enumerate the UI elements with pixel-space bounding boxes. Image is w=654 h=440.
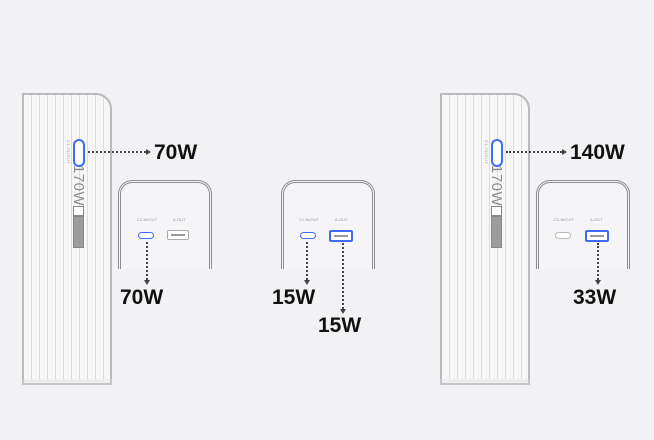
port-face-2	[281, 180, 375, 269]
arrow-line	[146, 242, 148, 280]
c-port-label: C1-IN/OUT	[554, 217, 574, 222]
output-label: 70W	[154, 141, 198, 164]
charger-right	[440, 93, 530, 385]
charger-port-label: C1-IN/OUT	[66, 140, 71, 165]
c-port-label: C1-IN/OUT	[137, 217, 157, 222]
charger-badge	[491, 206, 502, 216]
output-label: 15W	[318, 314, 362, 337]
charger-port-label: C1-IN/OUT	[484, 140, 489, 165]
charger-model-label: 170W	[70, 165, 87, 207]
a-port-label: A-OUT	[173, 217, 186, 222]
arrow-head	[146, 149, 151, 155]
charger-model-label: 170W	[488, 165, 505, 207]
arrow-head	[304, 280, 310, 285]
usb-a-port-active	[329, 230, 353, 242]
usb-a-port	[167, 230, 189, 240]
charger-badge	[73, 206, 84, 216]
arrow-head	[562, 149, 567, 155]
arrow-head	[144, 280, 150, 285]
output-label: 15W	[272, 286, 316, 309]
output-label: 140W	[570, 141, 625, 164]
arrow-head	[595, 280, 601, 285]
output-label: 70W	[120, 286, 164, 309]
port-face-3	[536, 180, 630, 269]
arrow-line	[88, 151, 146, 153]
arrow-head	[340, 309, 346, 314]
arrow-line	[597, 243, 599, 280]
charger-badge	[73, 216, 84, 248]
charger-badge	[491, 216, 502, 248]
c-port-label: C1-IN/OUT	[299, 217, 319, 222]
port-face-1	[118, 180, 212, 269]
usb-a-port-active	[585, 230, 609, 242]
arrow-line	[306, 242, 308, 280]
usb-c-port	[555, 232, 571, 239]
a-port-label: A-OUT	[590, 217, 603, 222]
a-port-label: A-OUT	[335, 217, 348, 222]
charger-left	[22, 93, 112, 385]
usb-c-port-active	[73, 139, 85, 167]
output-label: 33W	[573, 286, 617, 309]
usb-c-port-active	[491, 139, 503, 167]
usb-c-port-active	[138, 232, 154, 239]
usb-c-port-active	[300, 232, 316, 239]
arrow-line	[342, 243, 344, 309]
arrow-line	[506, 151, 562, 153]
